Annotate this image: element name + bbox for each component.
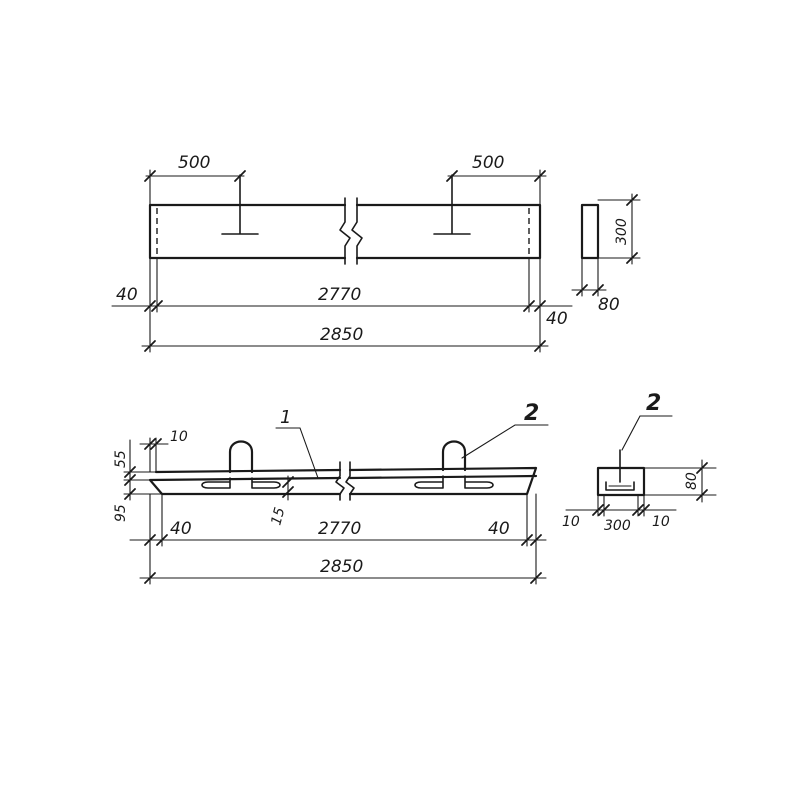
side-dim-10: 10 <box>170 429 188 445</box>
side-lifting-loop-left <box>228 440 254 474</box>
side-dim-40-left: 40 <box>170 519 192 539</box>
section-callout-2: 2 <box>646 391 661 416</box>
plan-dim-40-right: 40 <box>546 309 568 329</box>
section-dim-80: 80 <box>684 472 700 490</box>
plan-loop-marker-right <box>433 174 471 235</box>
side-dim-40-right: 40 <box>488 519 510 539</box>
plan-dim-500-left: 500 <box>178 153 210 173</box>
plan-loop-marker-left <box>221 174 259 235</box>
end-view-dim-300: 300 <box>614 218 630 245</box>
section-dim-300: 300 <box>604 518 631 534</box>
side-dim-95: 95 <box>113 504 129 522</box>
plan-beam-left-outline <box>148 203 347 260</box>
side-callout-2: 2 <box>524 401 539 426</box>
plan-beam-right-outline <box>355 203 542 260</box>
section-loop <box>605 449 635 491</box>
side-beam-left-outline <box>148 468 342 496</box>
plan-view: 500 500 40 2770 40 2850 <box>111 153 573 353</box>
end-view-outline <box>580 203 600 260</box>
plan-break-line <box>339 197 363 265</box>
end-view-dim-80: 80 <box>598 295 620 315</box>
section-view: 2 80 10 300 10 <box>562 391 717 534</box>
side-dim-2770: 2770 <box>318 519 361 539</box>
plan-dim-40-left: 40 <box>116 285 138 305</box>
side-dim-2850: 2850 <box>320 557 363 577</box>
section-outline <box>596 466 646 497</box>
side-callout-1: 1 <box>280 407 291 428</box>
plan-dim-2770: 2770 <box>318 285 361 305</box>
end-view: 300 80 <box>571 193 641 315</box>
side-dim-15: 15 <box>268 506 288 527</box>
side-lifting-loop-right <box>441 440 467 472</box>
side-break-line <box>335 461 355 501</box>
side-anchor-right <box>414 475 494 489</box>
plan-dim-2850: 2850 <box>320 325 363 345</box>
plan-dim-500-right: 500 <box>472 153 504 173</box>
side-anchor-left <box>201 477 281 489</box>
section-dim-10-right: 10 <box>652 514 670 530</box>
section-dim-10-left: 10 <box>562 514 580 530</box>
side-view: 1 2 10 55 95 15 <box>113 401 549 585</box>
side-dim-55: 55 <box>113 450 129 468</box>
